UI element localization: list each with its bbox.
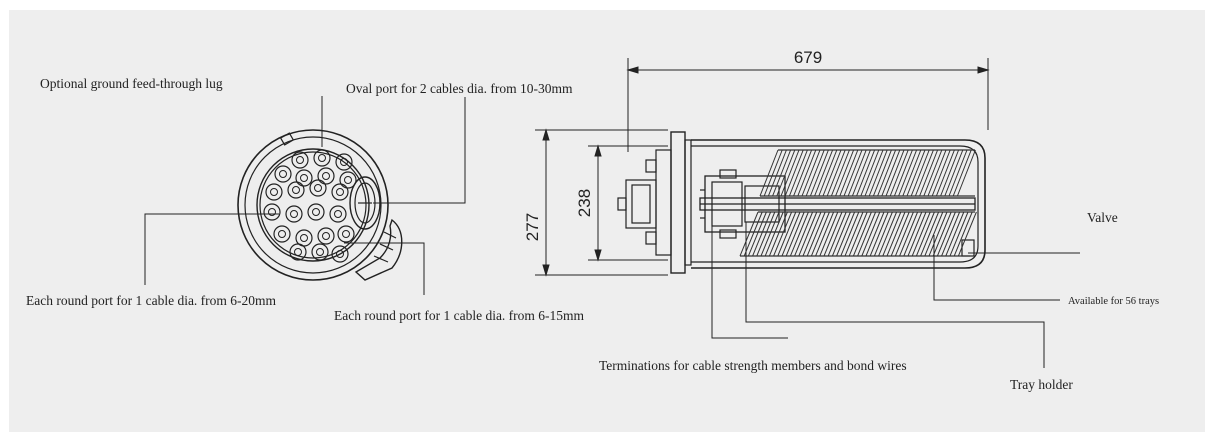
label-terminations: Terminations for cable strength members … bbox=[599, 358, 907, 373]
dimension-length: 679 bbox=[794, 48, 822, 67]
label-tray-holder: Tray holder bbox=[1010, 377, 1073, 392]
label-ground-lug: Optional ground feed-through lug bbox=[40, 76, 223, 91]
side-view-leaders bbox=[711, 198, 1080, 368]
tray-stack bbox=[739, 149, 977, 257]
label-valve: Valve bbox=[1087, 210, 1118, 225]
diagram-panel bbox=[9, 10, 1205, 432]
end-view bbox=[237, 129, 403, 281]
label-round-port-15: Each round port for 1 cable dia. from 6-… bbox=[334, 308, 585, 323]
label-oval-port: Oval port for 2 cables dia. from 10-30mm bbox=[346, 81, 573, 96]
end-view-leaders bbox=[144, 96, 466, 295]
side-view bbox=[617, 131, 986, 274]
dimension-outer-height: 277 bbox=[523, 213, 542, 241]
dimension-inner-height: 238 bbox=[575, 189, 594, 217]
dimension-lines bbox=[535, 58, 990, 277]
round-ports bbox=[263, 149, 357, 263]
label-trays: Available for 56 trays bbox=[1068, 296, 1159, 307]
label-round-port-20: Each round port for 1 cable dia. from 6-… bbox=[26, 293, 277, 308]
